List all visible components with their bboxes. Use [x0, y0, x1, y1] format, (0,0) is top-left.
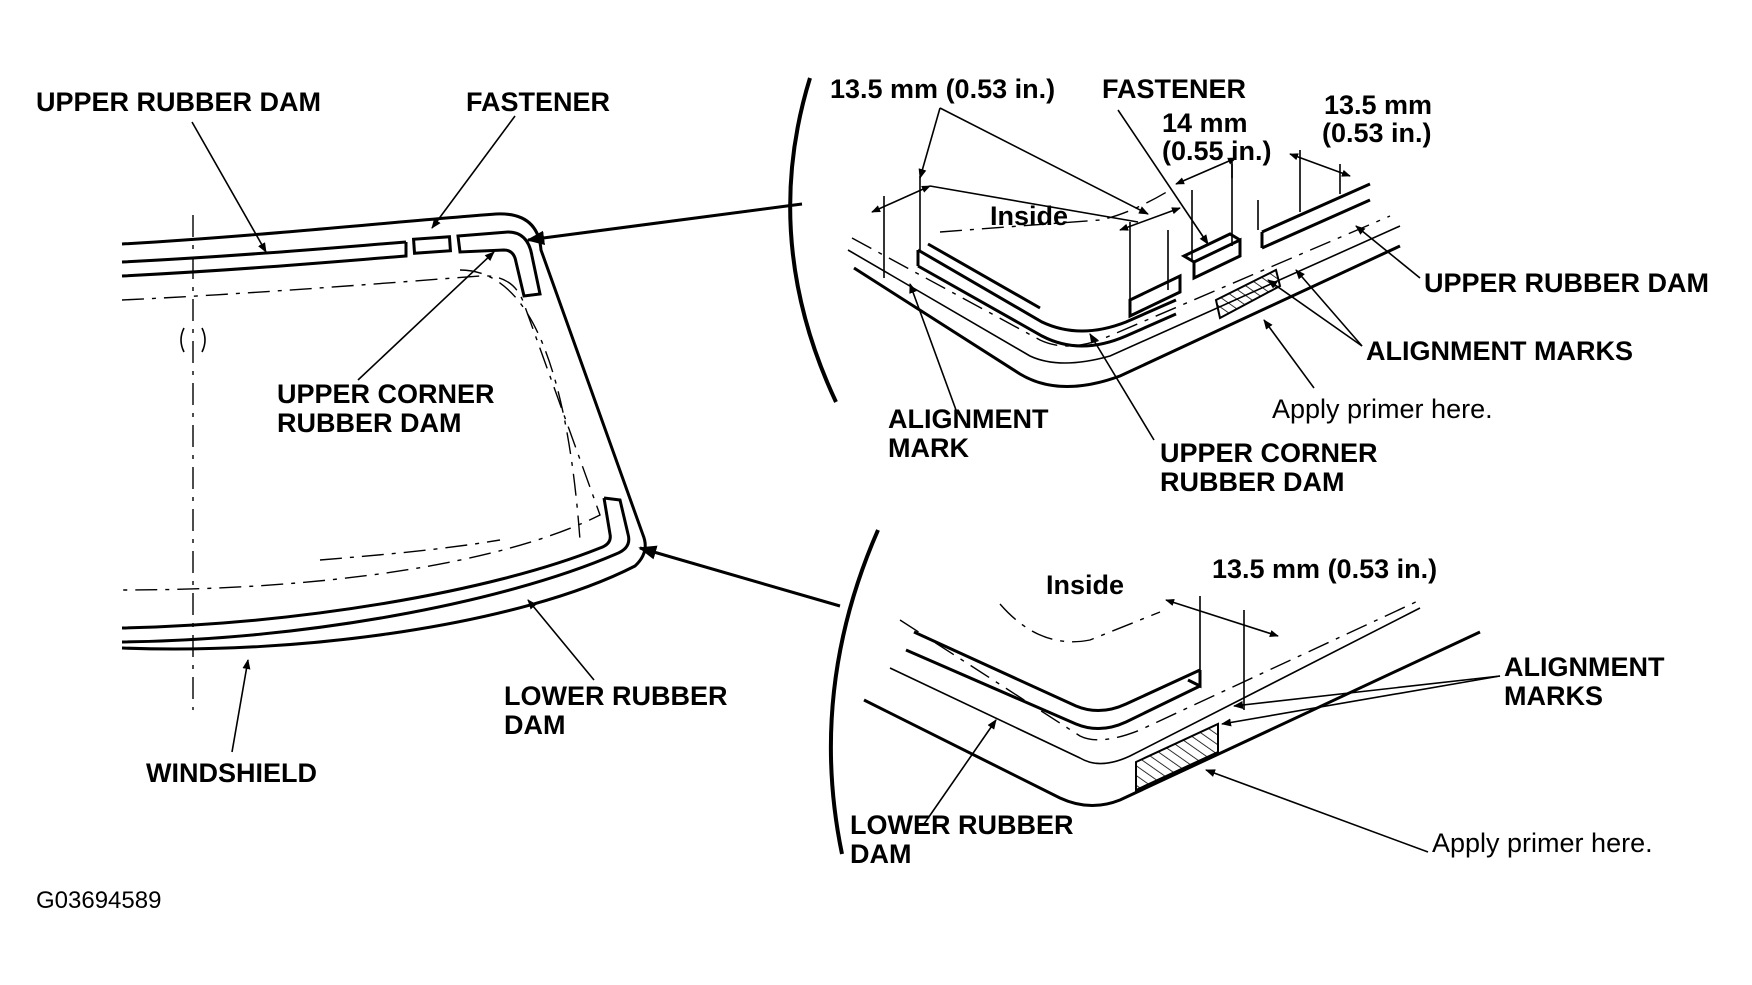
- upper-corner-rubber-dam-shape: [456, 230, 542, 298]
- arrow-to-upper-detail: [526, 202, 803, 246]
- label-upper-rubber-dam: UPPER RUBBER DAM: [36, 87, 321, 117]
- upper-label-corner-line2: RUBBER DAM: [1160, 467, 1345, 497]
- upper-label-alignment-marks: ALIGNMENT MARKS: [1366, 336, 1633, 366]
- lower-detail-primer-area: [1135, 722, 1219, 792]
- label-lower-rubber-dam-line1: LOWER RUBBER: [504, 681, 728, 711]
- lower-detail-frame-arc: [828, 529, 880, 855]
- upper-label-alignment-mark-line1: ALIGNMENT: [888, 404, 1049, 434]
- upper-label-upper-rubber-dam: UPPER RUBBER DAM: [1424, 268, 1709, 298]
- upper-label-apply-primer: Apply primer here.: [1272, 394, 1493, 424]
- upper-label-inside: Inside: [990, 201, 1068, 231]
- windshield-outline: [121, 212, 647, 651]
- upper-dim-right-line1: 13.5 mm: [1324, 90, 1432, 120]
- upper-detail-frame-arc: [788, 77, 838, 403]
- upper-dim-left: 13.5 mm (0.53 in.): [830, 74, 1055, 104]
- lower-label-alignment-marks-line1: ALIGNMENT: [1504, 652, 1665, 682]
- upper-label-alignment-mark-line2: MARK: [888, 433, 969, 463]
- arrow-to-lower-detail: [638, 545, 841, 608]
- label-fastener: FASTENER: [466, 87, 610, 117]
- lower-label-rubber-dam-line1: LOWER RUBBER: [850, 810, 1074, 840]
- lower-label-rubber-dam-line2: DAM: [850, 839, 912, 869]
- fastener-block: [411, 235, 453, 255]
- lower-label-inside: Inside: [1046, 570, 1124, 600]
- upper-label-fastener: FASTENER: [1102, 74, 1246, 104]
- upper-dim-fastener-line2: (0.55 in.): [1162, 136, 1272, 166]
- upper-detail: 13.5 mm (0.53 in.) FASTENER 14 mm (0.55 …: [788, 74, 1709, 497]
- upper-rubber-dam-strip: [121, 240, 408, 278]
- upper-dim-right-line2: (0.53 in.): [1322, 118, 1432, 148]
- label-lower-rubber-dam-line2: DAM: [504, 710, 566, 740]
- label-windshield: WINDSHIELD: [146, 758, 317, 788]
- figure-id: G03694589: [36, 887, 161, 914]
- upper-label-corner-line1: UPPER CORNER: [1160, 438, 1378, 468]
- label-upper-corner-line2: RUBBER DAM: [277, 408, 462, 438]
- lower-label-alignment-marks-line2: MARKS: [1504, 681, 1603, 711]
- windshield-overview: UPPER RUBBER DAM FASTENER UPPER CORNER R…: [36, 87, 841, 788]
- upper-dim-fastener-line1: 14 mm: [1162, 108, 1248, 138]
- lower-label-apply-primer: Apply primer here.: [1432, 828, 1653, 858]
- upper-detail-fastener: [1180, 232, 1242, 281]
- label-upper-corner-line1: UPPER CORNER: [277, 379, 495, 409]
- upper-detail-upper-dam: [1260, 182, 1371, 250]
- windshield-inner-trim: [121, 275, 601, 591]
- lower-dim: 13.5 mm (0.53 in.): [1212, 554, 1437, 584]
- lower-rubber-dam-strip: [121, 496, 631, 644]
- upper-detail-primer-area: [1214, 268, 1282, 320]
- lower-detail: Inside 13.5 mm (0.53 in.) ALIGNMENT MARK…: [828, 529, 1665, 869]
